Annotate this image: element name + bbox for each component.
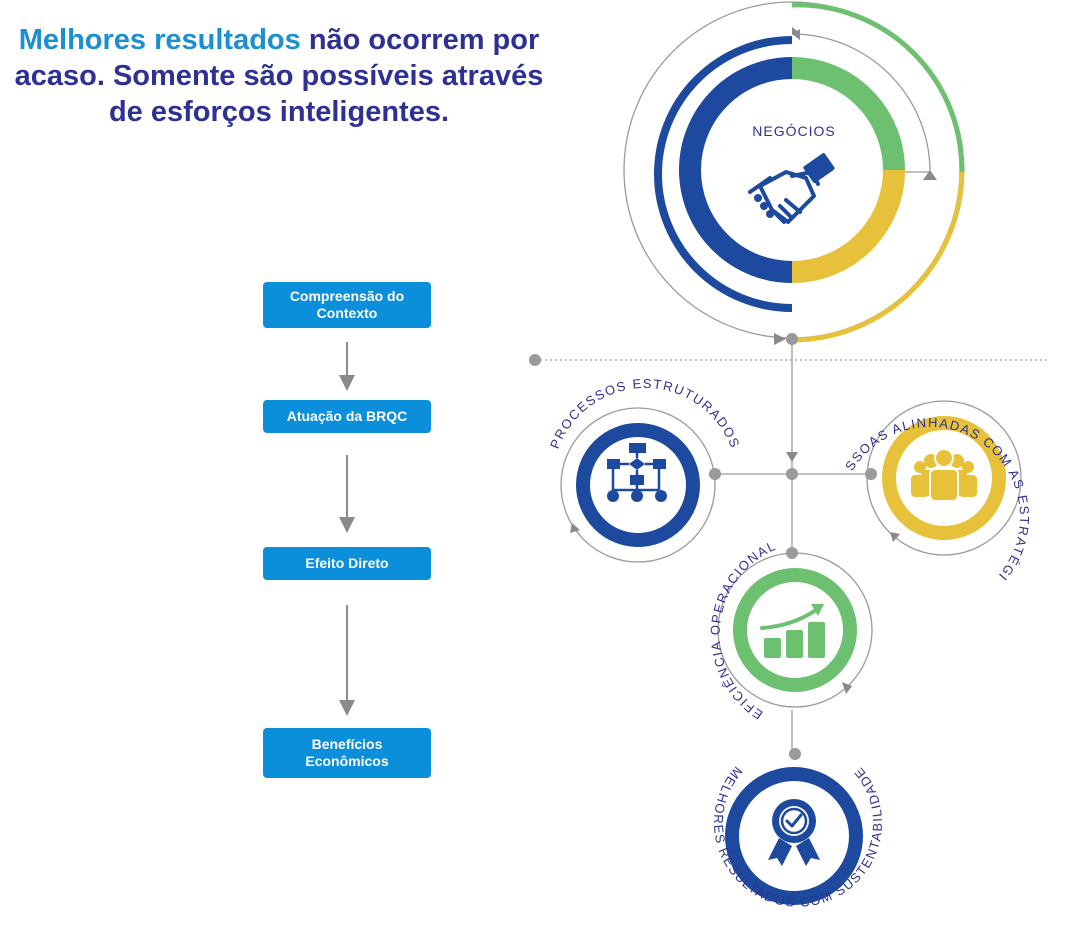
step-label: Efeito Direto	[305, 555, 389, 571]
step-efeito: Efeito Direto	[263, 547, 431, 580]
step-compreensao: Compreensão do Contexto	[263, 282, 431, 328]
node-label: PESSOAS ALINHADAS COM AS ESTRATÉGIAS	[0, 0, 1031, 584]
headline: Melhores resultados não ocorrem por acas…	[14, 22, 544, 130]
node-eficiencia: EFICIÊNCIA OPERACIONAL	[708, 538, 873, 722]
navy-left-arc	[654, 36, 793, 312]
inner-gray-arc	[791, 33, 931, 173]
node-processos: PROCESSOS ESTRUTURADOS	[547, 376, 742, 563]
flowchart-icon	[607, 443, 667, 502]
step-beneficios: Benefícios Econômicos	[263, 728, 431, 778]
inner-yellow-ring	[791, 169, 905, 283]
outer-yellow-arc	[791, 171, 965, 343]
node-pessoas: PESSOAS ALINHADAS COM AS ESTRATÉGIAS	[0, 0, 1031, 584]
step-label: Compreensão do Contexto	[289, 288, 405, 321]
bar-growth-icon	[760, 604, 825, 658]
step-label: Atuação da BRQC	[286, 408, 408, 424]
headline-rest: não ocorrem por acaso. Somente são possí…	[14, 24, 544, 128]
step-atuacao: Atuação da BRQC	[263, 400, 431, 433]
handshake-icon	[748, 153, 835, 224]
arrowhead	[786, 452, 798, 462]
center-label: NEGÓCIOS	[752, 123, 835, 139]
step-label: Benefícios Econômicos	[305, 736, 389, 769]
outer-green-arc	[791, 2, 965, 173]
headline-highlight: Melhores resultados	[18, 24, 301, 56]
inner-navy-ring	[679, 57, 793, 283]
inner-green-ring	[791, 57, 905, 171]
arrowhead	[774, 333, 786, 345]
node-melhores: MELHORES RESULTADOS COM SUSTENTABILIDADE	[711, 764, 884, 910]
negocios-rings: NEGÓCIOS	[623, 1, 965, 345]
arrowhead	[792, 29, 800, 39]
arrowhead	[923, 170, 937, 180]
award-badge-icon	[768, 799, 820, 866]
people-icon	[911, 448, 977, 502]
